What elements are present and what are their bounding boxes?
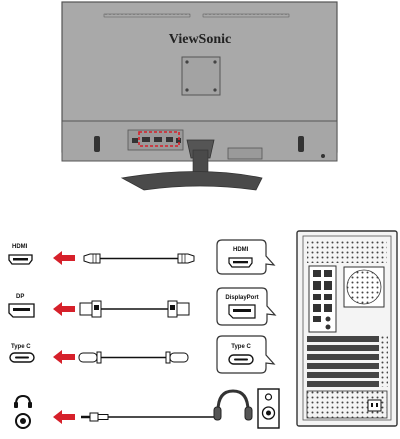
typec-cable-icon xyxy=(78,351,189,364)
pc-io-panel xyxy=(308,265,337,333)
arrow-icon xyxy=(53,302,75,316)
svg-text:Type C: Type C xyxy=(231,344,251,350)
arrow-icon xyxy=(53,410,75,424)
displayport-cable-icon xyxy=(79,300,190,318)
monitor-rear: ViewSonic xyxy=(61,1,338,191)
row-audio xyxy=(14,388,280,429)
displayport-port-label: DP xyxy=(16,294,24,300)
pc-power-supply xyxy=(306,390,388,419)
row-typec: Type C Type C xyxy=(9,335,276,374)
displayport-port-icon xyxy=(8,303,35,318)
highlighted-ports-outline xyxy=(138,131,180,147)
monitor-stand xyxy=(120,139,263,191)
hdmi-bubble: HDMI xyxy=(216,239,276,275)
top-vent-right xyxy=(202,13,290,18)
lock-slot xyxy=(227,147,263,160)
pc-fan-icon xyxy=(343,266,385,308)
row-hdmi: HDMI HDMI xyxy=(8,239,276,275)
power-jack xyxy=(321,154,325,158)
svg-text:DisplayPort: DisplayPort xyxy=(225,295,258,301)
arrow-icon xyxy=(53,350,75,364)
headphone-jack-icon xyxy=(14,394,32,429)
top-vent-left xyxy=(103,13,191,18)
row-displayport: DP DisplayPort xyxy=(8,287,277,326)
typec-port-label: Type C xyxy=(11,344,31,350)
pc-expansion-slots xyxy=(307,336,388,387)
hdmi-port-label: HDMI xyxy=(12,244,28,250)
svg-text:HDMI: HDMI xyxy=(233,247,249,253)
arrow-icon xyxy=(53,251,75,265)
brand-logo: ViewSonic xyxy=(169,32,231,47)
hdmi-port-icon xyxy=(8,254,33,265)
displayport-bubble: DisplayPort xyxy=(216,287,277,326)
vesa-mount xyxy=(181,56,221,96)
desktop-tower-icon xyxy=(296,230,398,427)
speaker-icon xyxy=(257,388,280,429)
left-speaker-grille xyxy=(94,136,100,152)
typec-bubble: Type C xyxy=(216,335,276,374)
io-port-cluster xyxy=(127,129,184,151)
right-speaker-grille xyxy=(298,136,304,152)
audio-cable-icon xyxy=(81,412,215,422)
headphones-icon xyxy=(213,389,253,421)
hdmi-cable-icon xyxy=(83,253,195,264)
